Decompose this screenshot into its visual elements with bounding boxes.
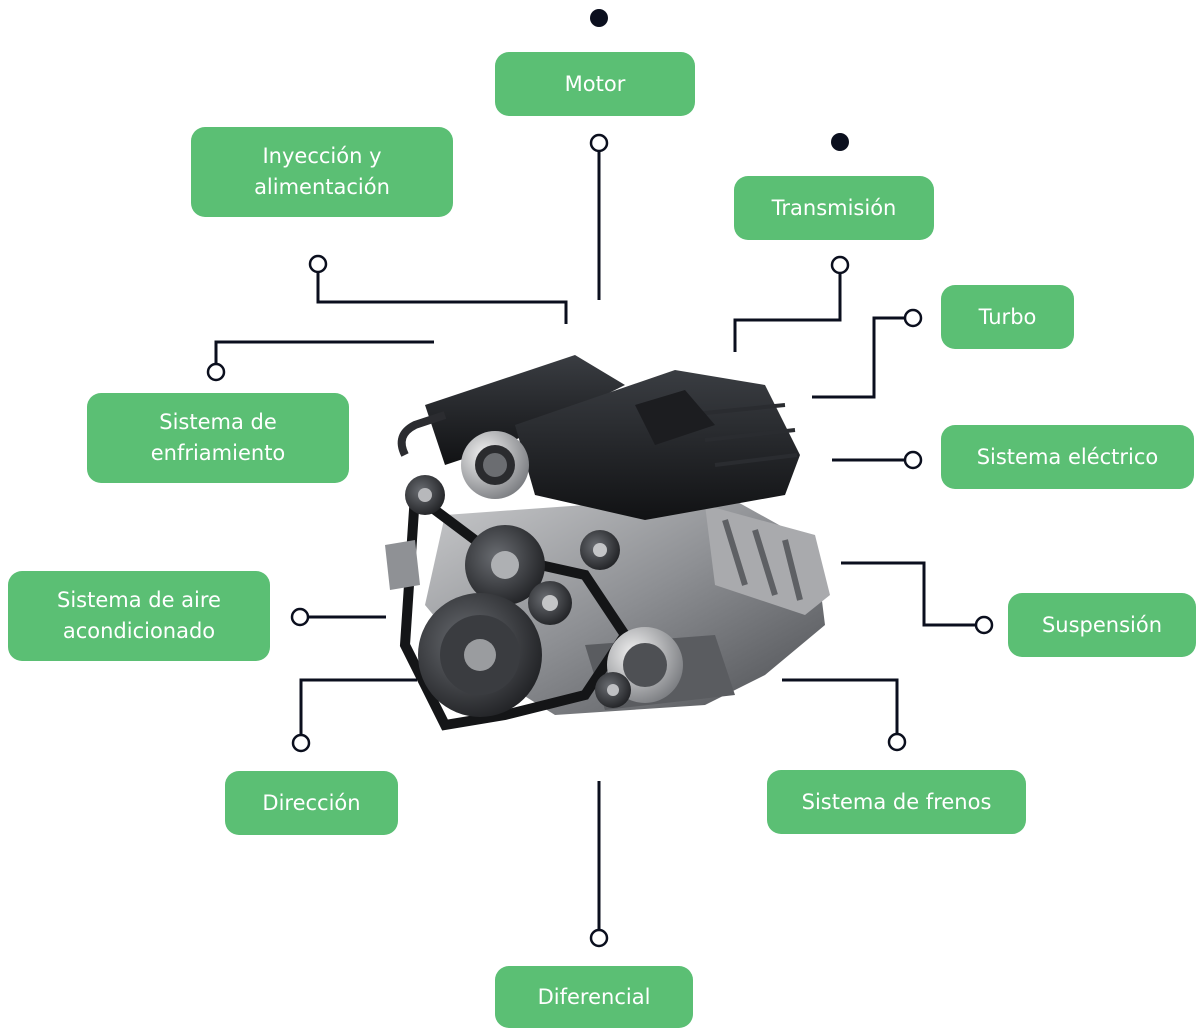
node-suspension <box>974 615 994 635</box>
node-direccion <box>291 733 311 753</box>
node-turbo <box>903 308 923 328</box>
connector-turbo <box>812 316 905 399</box>
label-motor[interactable]: Motor <box>495 52 695 116</box>
label-aire-text: Sistema de aire acondicionado <box>57 588 221 643</box>
label-enfriamiento-text: Sistema de enfriamiento <box>150 410 286 465</box>
label-electrico-text: Sistema eléctrico <box>976 444 1159 469</box>
connector-enfriamiento <box>214 340 434 364</box>
connector-transmision <box>733 273 842 352</box>
label-inyeccion[interactable]: Inyección y alimentación <box>191 127 453 217</box>
label-turbo[interactable]: Turbo <box>941 285 1074 349</box>
engine-illustration <box>385 355 830 731</box>
node-inyeccion <box>308 254 328 274</box>
label-electrico[interactable]: Sistema eléctrico <box>941 425 1194 489</box>
label-diferencial-text: Diferencial <box>537 984 651 1009</box>
label-suspension[interactable]: Suspensión <box>1008 593 1196 657</box>
node-aire <box>290 607 310 627</box>
marker-dot-transmision <box>831 133 849 151</box>
label-frenos-text: Sistema de frenos <box>801 789 992 814</box>
connector-inyeccion <box>316 272 568 324</box>
label-inyeccion-text: Inyección y alimentación <box>254 144 390 199</box>
label-aire[interactable]: Sistema de aire acondicionado <box>8 571 270 661</box>
node-diferencial <box>589 928 609 948</box>
node-enfriamiento <box>206 362 226 382</box>
connector-suspension <box>841 561 975 627</box>
label-diferencial[interactable]: Diferencial <box>495 966 693 1028</box>
label-motor-text: Motor <box>564 71 626 96</box>
connector-direccion <box>299 678 417 735</box>
label-transmision-text: Transmisión <box>771 195 897 220</box>
node-transmision <box>830 255 850 275</box>
label-direccion-text: Dirección <box>262 790 361 815</box>
connector-frenos <box>782 678 899 734</box>
node-electrico <box>903 450 923 470</box>
label-direccion[interactable]: Dirección <box>225 771 398 835</box>
label-frenos[interactable]: Sistema de frenos <box>767 770 1026 834</box>
label-transmision[interactable]: Transmisión <box>734 176 934 240</box>
node-motor <box>589 133 609 153</box>
label-suspension-text: Suspensión <box>1041 612 1163 637</box>
label-turbo-text: Turbo <box>978 304 1037 329</box>
node-frenos <box>887 732 907 752</box>
label-enfriamiento[interactable]: Sistema de enfriamiento <box>87 393 349 483</box>
marker-dot-top <box>590 9 608 27</box>
